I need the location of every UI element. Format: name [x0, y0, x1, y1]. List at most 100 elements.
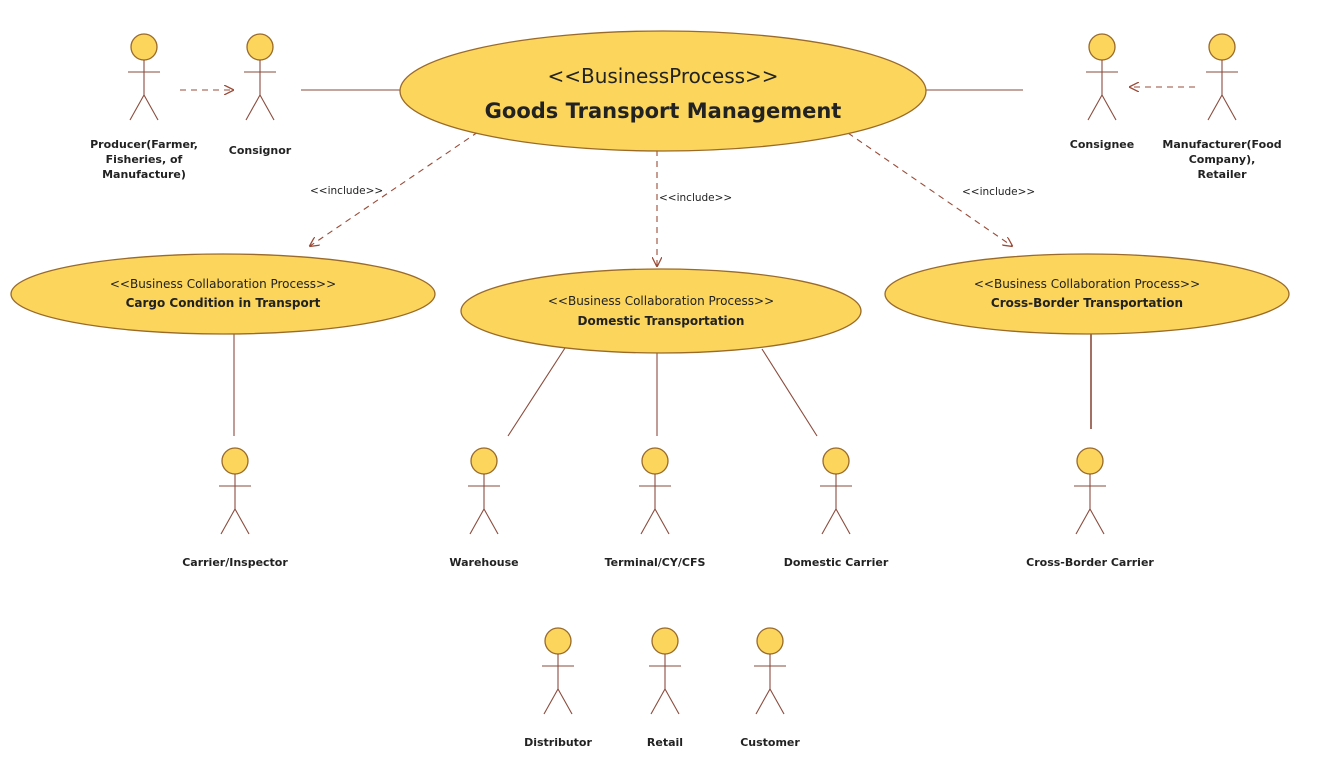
- actor-head: [641, 447, 669, 475]
- actor-head: [756, 627, 784, 655]
- main-process-name: Goods Transport Management: [485, 99, 842, 123]
- include-label-domestic: <<include>>: [659, 192, 732, 204]
- actor-label-distributor: Distributor: [524, 736, 592, 749]
- actor-head: [221, 447, 249, 475]
- main-process-ellipse[interactable]: [399, 30, 927, 152]
- actor-leg-left: [1075, 508, 1091, 535]
- actor-label-line: Manufacture): [102, 168, 186, 181]
- actor-label-line: Consignor: [229, 144, 292, 157]
- actor-leg-right: [259, 94, 275, 121]
- actor-leg-left: [245, 94, 261, 121]
- actor-leg-right: [557, 688, 573, 715]
- actor-label-warehouse: Warehouse: [449, 556, 518, 569]
- actor-leg-left: [543, 688, 559, 715]
- actor-leg-right: [1101, 94, 1117, 121]
- actor-head: [544, 627, 572, 655]
- actor-label-line: Carrier/Inspector: [182, 556, 288, 569]
- include-label-cargo: <<include>>: [310, 185, 383, 197]
- actor-leg-left: [755, 688, 771, 715]
- actor-leg-right: [234, 508, 250, 535]
- actor-label-line: Fisheries, of: [106, 153, 183, 166]
- sub-process-domestic-ellipse[interactable]: [460, 268, 862, 354]
- actor-leg-left: [650, 688, 666, 715]
- actor-label-line: Terminal/CY/CFS: [605, 556, 706, 569]
- actor-label-retail: Retail: [647, 736, 683, 749]
- actor-label-customer: Customer: [740, 736, 800, 749]
- actor-head: [130, 33, 158, 61]
- actor-leg-right: [143, 94, 159, 121]
- actor-label-cross-border-carrier: Cross-Border Carrier: [1026, 556, 1154, 569]
- sub-process-cargo[interactable]: <<Business Collaboration Process>> Cargo…: [10, 253, 436, 335]
- actor-domestic-carrier[interactable]: Domestic Carrier: [784, 447, 889, 569]
- actor-producer[interactable]: Producer(Farmer, Fisheries, of Manufacture…: [90, 33, 198, 181]
- actor-leg-left: [469, 508, 485, 535]
- actor-leg-right: [769, 688, 785, 715]
- sub-process-cargo-ellipse[interactable]: [10, 253, 436, 335]
- actor-label-line: Manufacturer(Food: [1162, 138, 1281, 151]
- actor-head: [1076, 447, 1104, 475]
- actor-leg-left: [129, 94, 145, 121]
- actor-label-line: Retail: [647, 736, 683, 749]
- assoc-domestic-carrier: [761, 348, 818, 437]
- actor-head: [246, 33, 274, 61]
- actor-leg-right: [835, 508, 851, 535]
- actor-label-domestic-carrier: Domestic Carrier: [784, 556, 889, 569]
- sub-process-domestic-name: Domestic Transportation: [578, 314, 745, 328]
- actors: Producer(Farmer, Fisheries, of Manufacture…: [90, 33, 1282, 749]
- actor-distributor[interactable]: Distributor: [524, 627, 592, 749]
- include-crossborder: [847, 132, 1012, 246]
- sub-process-crossborder-ellipse[interactable]: [884, 253, 1290, 335]
- actor-label-line: Company),: [1189, 153, 1256, 166]
- actor-label-line: Warehouse: [449, 556, 518, 569]
- actor-label-consignor: Consignor: [229, 144, 292, 157]
- actor-head: [1208, 33, 1236, 61]
- actor-label-line: Cross-Border Carrier: [1026, 556, 1154, 569]
- connectors: [180, 87, 1195, 437]
- actor-carrier-inspector[interactable]: Carrier/Inspector: [182, 447, 288, 569]
- actor-label-carrier-inspector: Carrier/Inspector: [182, 556, 288, 569]
- actor-label-terminal: Terminal/CY/CFS: [605, 556, 706, 569]
- actor-customer[interactable]: Customer: [740, 627, 800, 749]
- include-labels: <<include>> <<include>> <<include>>: [310, 185, 1035, 204]
- actor-consignor[interactable]: Consignor: [229, 33, 292, 157]
- actor-consignee[interactable]: Consignee: [1070, 33, 1134, 151]
- actor-leg-right: [1221, 94, 1237, 121]
- actor-leg-left: [1207, 94, 1223, 121]
- actor-cross-border-carrier[interactable]: Cross-Border Carrier: [1026, 447, 1154, 569]
- actor-retail[interactable]: Retail: [647, 627, 683, 749]
- actor-leg-left: [821, 508, 837, 535]
- actor-leg-right: [664, 688, 680, 715]
- main-process[interactable]: <<BusinessProcess>> Goods Transport Mana…: [399, 30, 927, 152]
- assoc-domestic-warehouse: [507, 347, 566, 437]
- actor-head: [651, 627, 679, 655]
- sub-process-crossborder[interactable]: <<Business Collaboration Process>> Cross…: [884, 253, 1290, 335]
- sub-process-cargo-name: Cargo Condition in Transport: [126, 296, 321, 310]
- sub-process-cargo-stereotype: <<Business Collaboration Process>>: [110, 277, 336, 291]
- sub-process-domestic[interactable]: <<Business Collaboration Process>> Domes…: [460, 268, 862, 354]
- sub-process-domestic-stereotype: <<Business Collaboration Process>>: [548, 294, 774, 308]
- actor-label-line: Distributor: [524, 736, 592, 749]
- actor-leg-left: [640, 508, 656, 535]
- actor-label-line: Consignee: [1070, 138, 1134, 151]
- actor-head: [470, 447, 498, 475]
- actor-leg-right: [1089, 508, 1105, 535]
- actor-label-consignee: Consignee: [1070, 138, 1134, 151]
- actor-label-line: Producer(Farmer,: [90, 138, 198, 151]
- actor-terminal[interactable]: Terminal/CY/CFS: [605, 447, 706, 569]
- actor-leg-right: [654, 508, 670, 535]
- sub-process-crossborder-name: Cross-Border Transportation: [991, 296, 1183, 310]
- actor-leg-right: [483, 508, 499, 535]
- actor-label-line: Domestic Carrier: [784, 556, 889, 569]
- actor-warehouse[interactable]: Warehouse: [449, 447, 519, 569]
- actor-head: [822, 447, 850, 475]
- actor-label-producer: Producer(Farmer, Fisheries, of Manufacture…: [90, 138, 198, 181]
- include-label-crossborder: <<include>>: [962, 186, 1035, 198]
- actor-leg-left: [220, 508, 236, 535]
- include-cargo: [310, 131, 479, 246]
- actor-label-line: Retailer: [1197, 168, 1247, 181]
- actor-label-line: Customer: [740, 736, 800, 749]
- main-process-stereotype: <<BusinessProcess>>: [547, 64, 778, 88]
